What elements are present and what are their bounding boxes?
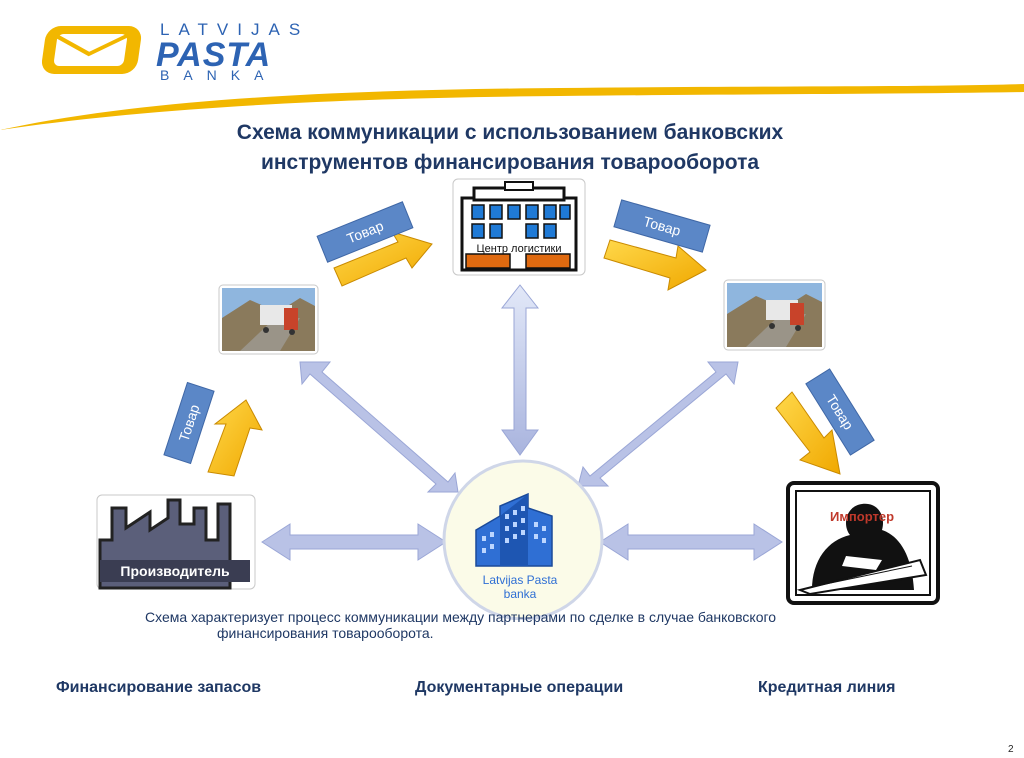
title-line-1: Схема коммуникации с использованием банк…	[236, 121, 784, 144]
producer-label: Производитель	[120, 563, 230, 579]
bank-label-line2: banka	[504, 587, 537, 601]
brand-logo: LATVIJAS PASTA BANKA	[42, 18, 302, 88]
truck-image-left	[218, 284, 319, 355]
title-line-2: инструментов финансирования товарооборот…	[260, 151, 760, 174]
logo-line-latvijas: LATVIJAS	[160, 20, 310, 39]
goods-arrow-4	[775, 391, 841, 475]
logistics-center-image: Центр логистики	[452, 178, 586, 276]
arrow-bank-truck-left	[299, 361, 459, 493]
importer-label: Импортер	[830, 509, 894, 524]
truck-image-right	[723, 279, 826, 351]
goods-label-4: Товар	[805, 368, 875, 456]
importer-image: Импортер	[786, 481, 940, 605]
page-number: 2	[1008, 744, 1014, 755]
logo-line-pasta: PASTA	[156, 36, 272, 74]
goods-arrow-3	[603, 239, 707, 291]
goods-arrow-2	[333, 231, 433, 287]
goods-label-3: Товар	[613, 199, 711, 253]
description-line-1: Схема характеризует процесс коммуникации…	[145, 609, 777, 625]
arrow-bank-logistics	[500, 284, 540, 456]
arrow-bank-producer	[261, 523, 447, 561]
goods-label-2: Товар	[316, 201, 414, 263]
footer-item-inventory-financing: Финансирование запасов	[56, 679, 262, 696]
arrow-bank-truck-right	[577, 361, 739, 487]
bank-image: Latvijas Pasta banka	[442, 459, 604, 620]
envelope-icon	[42, 26, 142, 74]
header-swoosh	[0, 84, 1024, 130]
arrow-bank-importer	[599, 523, 783, 561]
producer-image: Производитель	[96, 494, 256, 590]
flow-diagram: Товар Товар Товар Товар	[96, 178, 940, 620]
logo-line-banka: BANKA	[160, 67, 278, 83]
logistics-label: Центр логистики	[477, 243, 562, 255]
page-title: Схема коммуникации с использованием банк…	[180, 118, 840, 178]
bank-label-line1: Latvijas Pasta	[483, 573, 558, 587]
goods-arrow-1	[207, 399, 263, 477]
footer-item-documentary-operations: Документарные операции	[415, 679, 624, 696]
footer-item-credit-line: Кредитная линия	[758, 679, 896, 696]
description-line-2: финансирования товарооборота.	[217, 625, 434, 641]
goods-label-1: Товар	[163, 381, 215, 465]
